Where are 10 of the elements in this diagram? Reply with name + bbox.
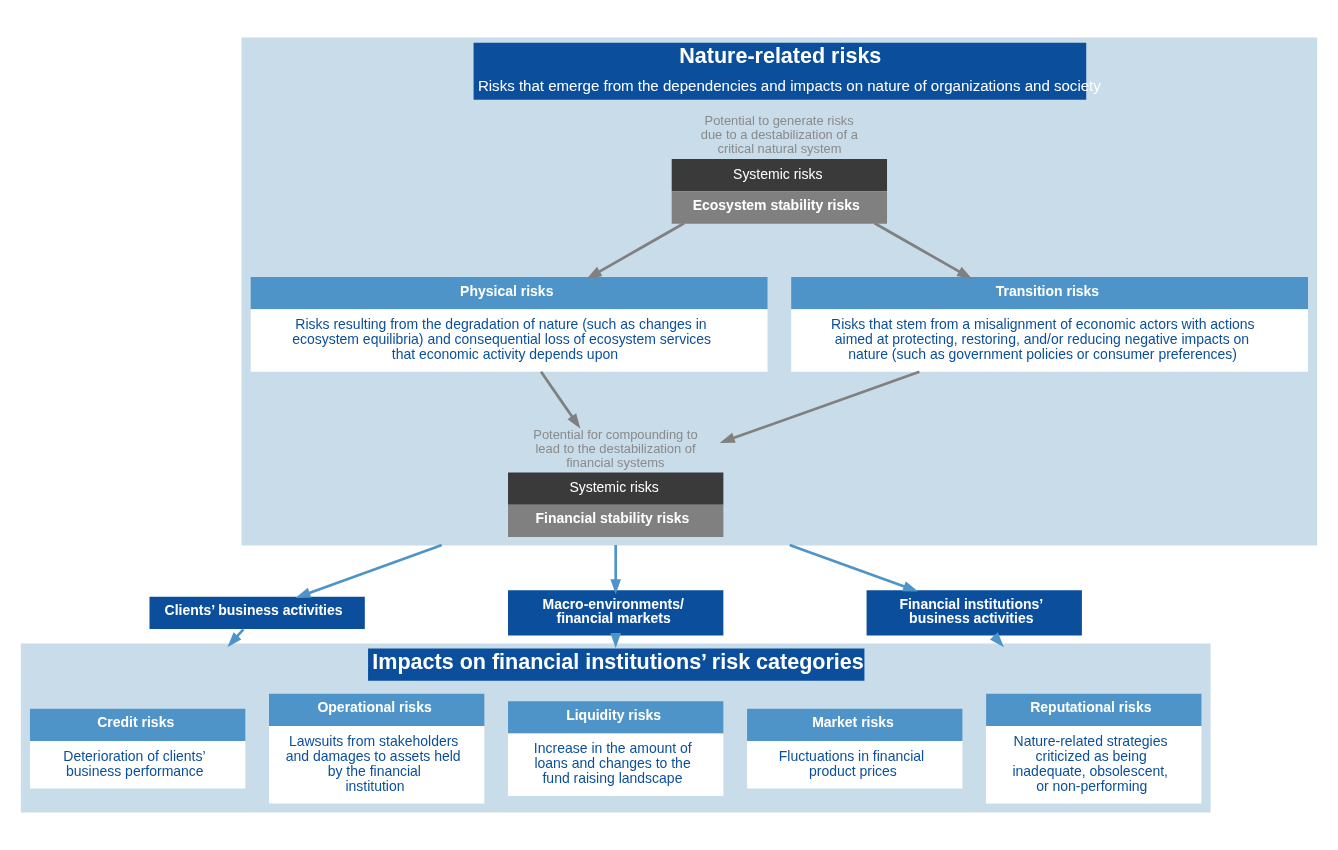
- arrow: [540, 371, 581, 429]
- arrow: [873, 222, 973, 279]
- node-label: Potential for compounding to lead to the destabilization of financial systems: [533, 426, 698, 470]
- arrow: [586, 222, 685, 279]
- arrow: [719, 370, 920, 443]
- arrow: [295, 543, 443, 598]
- arrow: [610, 545, 621, 595]
- node-label: Potential to generate risks due to a destabilization of a critical natural system: [700, 113, 858, 157]
- node-box: Clients’ business activities: [149, 596, 365, 630]
- arrow: [789, 543, 919, 592]
